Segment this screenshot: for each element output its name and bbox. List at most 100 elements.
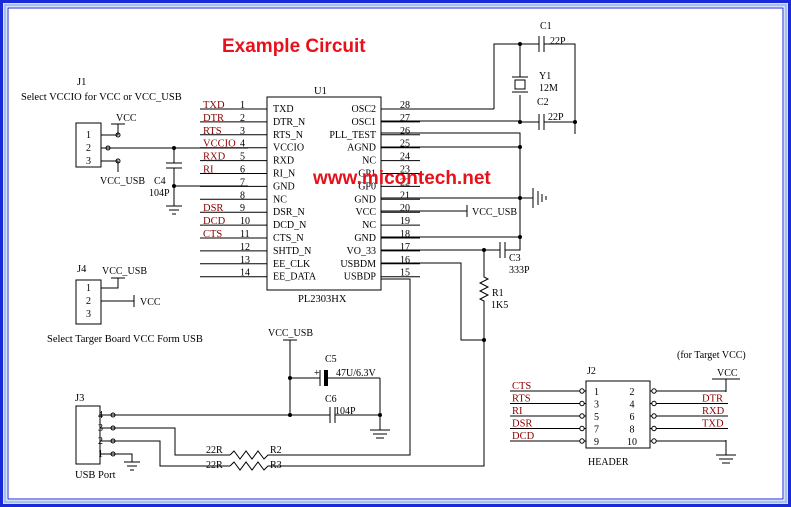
- j1-pin-3: 3: [86, 156, 91, 167]
- r1-value: 1K5: [491, 300, 508, 311]
- j1-net-vcc-usb: VCC_USB: [100, 176, 145, 187]
- j2-caption: HEADER: [588, 457, 629, 468]
- u1-right-pin-name: NC: [362, 220, 376, 231]
- j2-right-pin-dot: [651, 438, 657, 444]
- right-nets: VCC_USB C3 333P R1 1K5: [381, 132, 547, 342]
- u1-right-pin-name: USBDP: [344, 272, 377, 283]
- u1-left-pin-num: 9: [240, 203, 245, 214]
- u1-left-pin-name: RXD: [273, 156, 294, 167]
- u1-right-pin-num: 15: [400, 268, 410, 279]
- j4-caption: Select Targer Board VCC Form USB: [47, 334, 203, 345]
- vcc-usb-label: VCC_USB: [268, 328, 313, 339]
- u1-left-signal: RXD: [203, 152, 226, 163]
- j2-left-pin-dot: [579, 400, 585, 407]
- u1-left-pin-name: NC: [273, 194, 287, 205]
- y1-value: 12M: [539, 83, 558, 94]
- j1-connector: J1 Select VCCIO for VCC or VCC_USB 1 2 3…: [21, 77, 248, 187]
- u1-right-pin-name: OSC2: [352, 104, 376, 115]
- j3-body: [75, 405, 101, 465]
- vcc-usb-right-label: VCC_USB: [472, 207, 517, 218]
- u1-right-pin-name: GP0: [358, 181, 376, 192]
- u1-left-pin-name: DCD_N: [273, 220, 306, 231]
- r2-value: 22R: [206, 445, 223, 456]
- c3-value: 333P: [509, 265, 530, 276]
- j2-left-pin-dot: [579, 425, 585, 432]
- website-label: www.micontech.net: [312, 168, 491, 189]
- j2-right-signal: RXD: [702, 406, 725, 417]
- u1-right-pin-name: USBDM: [340, 259, 376, 270]
- inner-border: [3, 3, 788, 504]
- u1-left-signal: DSR: [203, 203, 223, 214]
- u1-right-pin-name: GND: [354, 194, 376, 205]
- u1-right-pin-num: 24: [400, 152, 410, 163]
- u1-left-signal: CTS: [203, 229, 222, 240]
- u1-right-pin-num: 17: [400, 242, 410, 253]
- c1-value: 22P: [550, 36, 566, 47]
- j2-note: (for Target VCC): [677, 350, 746, 361]
- j2-right-pin-dot: [651, 425, 657, 432]
- c5-ref: C5: [325, 354, 337, 365]
- u1-right-pin-name: GP1: [358, 169, 376, 180]
- u1-left-pin-name: GND: [273, 181, 295, 192]
- u1-left-pin-num: 14: [240, 268, 250, 279]
- j2-right-signal: DTR: [702, 394, 723, 405]
- u1-left-signal: RI: [203, 165, 214, 176]
- j2-ref: J2: [587, 366, 596, 377]
- j2-left-pin-dot: [579, 438, 585, 444]
- u1-left-pin-num: 11: [240, 229, 250, 240]
- j2-right-pin-num: 8: [630, 425, 635, 436]
- u1-left-signal: TXD: [203, 100, 225, 111]
- j2-left-pin-num: 7: [594, 425, 599, 436]
- u1-right-pin-num: 25: [400, 139, 410, 150]
- j2-body: [585, 380, 651, 449]
- j1-ref: J1: [77, 77, 86, 88]
- r1-ref: R1: [492, 288, 504, 299]
- c3-ref: C3: [509, 253, 521, 264]
- j4-net-vcc: VCC: [140, 297, 161, 308]
- j1-body: [75, 122, 102, 168]
- u1-left-pin-num: 10: [240, 216, 250, 227]
- j2-left-signal: DSR: [512, 419, 532, 430]
- j2-left-pin-dot: [579, 388, 585, 394]
- j2-left-signal: CTS: [512, 381, 531, 392]
- c4-value: 104P: [149, 188, 170, 199]
- u1-left-signal: VCCIO: [203, 139, 236, 150]
- u1-left-pin-name: SHTD_N: [273, 246, 311, 257]
- u1-right-pin-name: GND: [354, 233, 376, 244]
- crystal-section: C1 22P Y1 12M C2 22P: [381, 21, 577, 134]
- u1-left-pin-num: 13: [240, 255, 250, 266]
- j4-body: [75, 279, 102, 325]
- j2-right-pin-dot: [651, 388, 657, 394]
- u1-left-pin-num: 7: [240, 177, 245, 188]
- u1-left-signal: DCD: [203, 216, 226, 227]
- u1-right-pin-num: 27: [400, 113, 410, 124]
- j2-left-signal: RTS: [512, 394, 531, 405]
- j3-ref: J3: [75, 393, 84, 404]
- u1-left-pin-name: CTS_N: [273, 233, 304, 244]
- j2-right-pin-dot: [651, 400, 657, 407]
- u1-left-pin-name: EE_DATA: [273, 272, 317, 283]
- j2-left-signal: RI: [512, 406, 523, 417]
- power-filter: VCC_USB C5 47U/6.3V + C6 104P: [268, 328, 390, 439]
- c4-capacitor: C4 104P: [149, 146, 248, 215]
- j4-net-vcc-usb: VCC_USB: [102, 266, 147, 277]
- j2-right-pin-dot: [651, 413, 657, 419]
- page-title: Example Circuit: [222, 36, 366, 57]
- u1-right-pin-num: 19: [400, 216, 410, 227]
- c1-ref: C1: [540, 21, 552, 32]
- u1-left-pin-name: RTS_N: [273, 130, 303, 141]
- j2-left-pin-num: 9: [594, 437, 599, 448]
- r2-r3-resistors: 22R R2 22R R3: [206, 278, 485, 471]
- u1-left-pin-num: 5: [240, 152, 245, 163]
- r3-value: 22R: [206, 460, 223, 471]
- u1-right-pin-num: 26: [400, 126, 410, 137]
- u1-right-pin-num: 21: [400, 190, 410, 201]
- c2-value: 22P: [548, 112, 564, 123]
- j1-pin-2: 2: [86, 143, 91, 154]
- c2-ref: C2: [537, 97, 549, 108]
- j1-pin-1: 1: [86, 130, 91, 141]
- u1-right-pin-name: VCC: [355, 207, 376, 218]
